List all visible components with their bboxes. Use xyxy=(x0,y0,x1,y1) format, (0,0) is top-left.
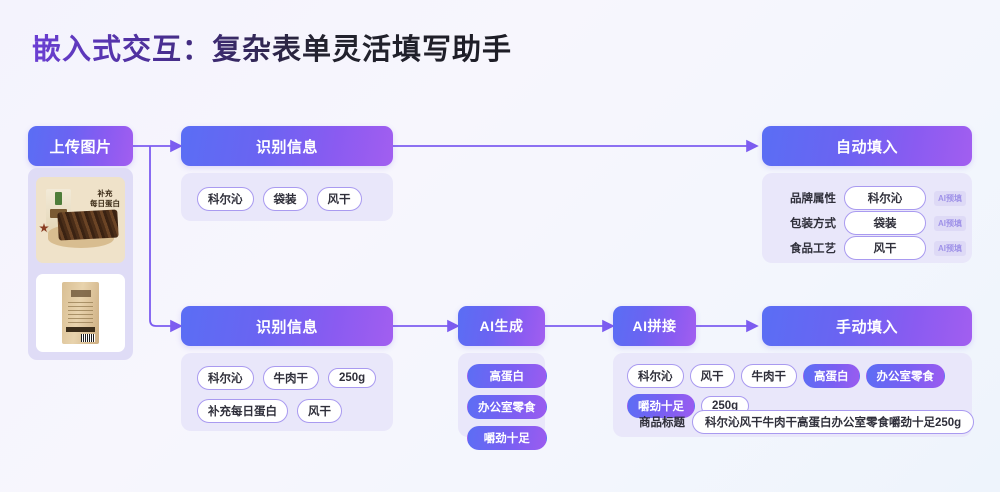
auto-fill-panel: 品牌属性 科尔沁 AI预填 包装方式 袋装 AI预填 食品工艺 风干 AI预填 xyxy=(762,173,972,263)
jerky-sticks-shape xyxy=(57,209,119,241)
node-auto-fill[interactable]: 自动填入 xyxy=(762,126,972,166)
tag-item[interactable]: 办公室零食 xyxy=(865,364,945,388)
manual-fill-panel: 科尔沁 风干 牛肉干 高蛋白 办公室零食 嚼劲十足 250g 商品标题 科尔沁风… xyxy=(613,353,975,437)
tag-item[interactable]: 科尔沁 xyxy=(627,364,684,388)
node-recognize-bottom[interactable]: 识别信息 xyxy=(181,306,393,346)
recognize-top-panel: 科尔沁 袋装 风干 xyxy=(181,173,393,221)
form-row: 包装方式 袋装 AI预填 xyxy=(790,211,966,235)
node-ai-concat[interactable]: AI拼接 xyxy=(613,306,696,346)
form-row-label: 包装方式 xyxy=(790,218,836,230)
node-upload-label: 上传图片 xyxy=(49,138,112,156)
generated-tag-item[interactable]: 办公室零食 xyxy=(467,395,547,419)
barcode-icon xyxy=(81,334,95,342)
pouch-nutrition-lines xyxy=(68,302,93,324)
tag-item[interactable]: 袋装 xyxy=(262,187,308,211)
tag-item[interactable]: 嚼劲十足 xyxy=(627,394,695,418)
product-title-row: 商品标题 科尔沁风干牛肉干高蛋白办公室零食嚼劲十足250g xyxy=(639,410,975,434)
generated-tag-item[interactable]: 嚼劲十足 xyxy=(467,426,547,450)
tag-item[interactable]: 250g xyxy=(328,368,377,388)
page-title: 嵌入式交互：复杂表单灵活填写助手 xyxy=(32,26,512,68)
form-row: 食品工艺 风干 AI预填 xyxy=(790,236,966,260)
node-ai-concat-label: AI拼接 xyxy=(632,318,677,334)
thumbnail-jerky[interactable]: 补充 每日蛋白 xyxy=(36,177,125,263)
node-recognize-bottom-label: 识别信息 xyxy=(255,318,318,336)
node-recognize-top[interactable]: 识别信息 xyxy=(181,126,393,166)
form-row-label: 食品工艺 xyxy=(790,243,836,255)
ai-generate-tag-list: 高蛋白 办公室零食 嚼劲十足 xyxy=(467,364,547,450)
node-manual-fill-label: 手动填入 xyxy=(835,318,898,336)
form-row-label: 品牌属性 xyxy=(790,193,836,205)
tag-item[interactable]: 科尔沁 xyxy=(197,187,254,211)
kraft-pouch-shape xyxy=(62,282,99,344)
product-title-value[interactable]: 科尔沁风干牛肉干高蛋白办公室零食嚼劲十足250g xyxy=(692,410,975,434)
ai-prefill-badge: AI预填 xyxy=(934,240,966,256)
product-title-label: 商品标题 xyxy=(639,417,685,429)
form-row-value[interactable]: 袋装 xyxy=(844,211,926,235)
pouch-logo xyxy=(71,290,91,297)
tag-item[interactable]: 风干 xyxy=(689,364,735,388)
node-auto-fill-label: 自动填入 xyxy=(835,138,898,156)
tag-item[interactable]: 牛肉干 xyxy=(262,366,319,390)
thumbnail-jerky-caption: 补充 每日蛋白 xyxy=(90,189,120,208)
ai-prefill-badge: AI预填 xyxy=(934,215,966,231)
tag-item[interactable]: 风干 xyxy=(316,187,362,211)
recognize-bottom-panel: 科尔沁 牛肉干 250g 补充每日蛋白 风干 xyxy=(181,353,393,431)
tag-item[interactable]: 高蛋白 xyxy=(803,364,860,388)
node-ai-generate[interactable]: AI生成 xyxy=(458,306,545,346)
ai-generate-panel: 高蛋白 办公室零食 嚼劲十足 xyxy=(458,353,547,450)
tag-item[interactable]: 牛肉干 xyxy=(740,364,797,388)
tag-item[interactable]: 风干 xyxy=(297,399,342,423)
recognize-top-tag-list: 科尔沁 袋装 风干 xyxy=(197,187,362,211)
thumbnail-package[interactable] xyxy=(36,274,125,352)
form-row-value[interactable]: 科尔沁 xyxy=(844,186,926,210)
form-row-value[interactable]: 风干 xyxy=(844,236,926,260)
form-row: 品牌属性 科尔沁 AI预填 xyxy=(790,186,966,210)
node-ai-generate-label: AI生成 xyxy=(479,318,524,334)
tag-item[interactable]: 科尔沁 xyxy=(197,366,254,390)
generated-tag-item[interactable]: 高蛋白 xyxy=(467,364,547,388)
node-manual-fill[interactable]: 手动填入 xyxy=(762,306,972,346)
recognize-bottom-tag-list: 科尔沁 牛肉干 250g 补充每日蛋白 风干 xyxy=(197,366,379,423)
tag-item[interactable]: 补充每日蛋白 xyxy=(197,399,288,423)
spice-star-icon xyxy=(39,223,49,233)
node-recognize-top-label: 识别信息 xyxy=(255,138,318,156)
manual-fill-tag-list: 科尔沁 风干 牛肉干 高蛋白 办公室零食 嚼劲十足 250g xyxy=(627,364,972,418)
node-upload[interactable]: 上传图片 xyxy=(28,126,133,166)
pouch-band xyxy=(66,327,95,332)
ai-prefill-badge: AI预填 xyxy=(934,190,966,206)
upload-thumbnail-panel: 补充 每日蛋白 xyxy=(28,168,133,360)
